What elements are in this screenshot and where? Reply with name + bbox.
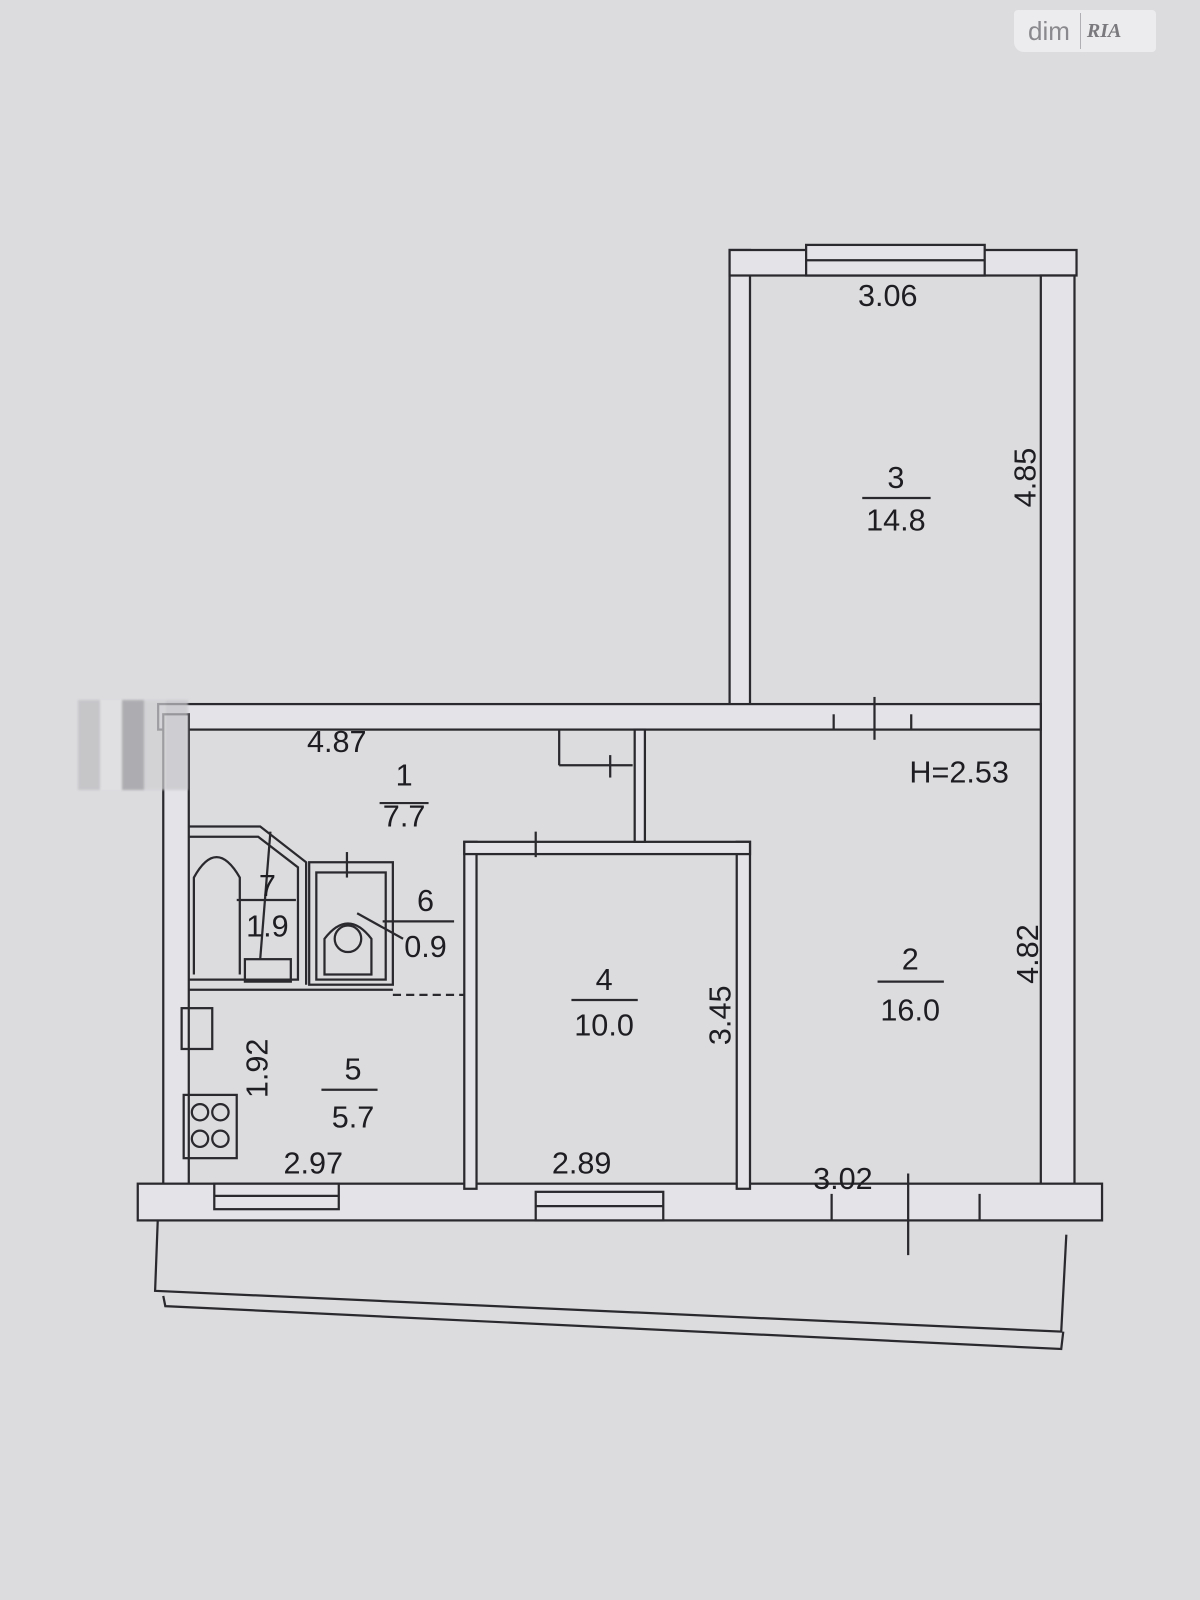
dim-ria-watermark: dim RIA bbox=[1014, 10, 1156, 52]
room-7-area: 1.9 bbox=[246, 910, 289, 944]
dim-room5-length: 1.92 bbox=[240, 1039, 274, 1099]
dim-room5-width: 2.97 bbox=[283, 1146, 343, 1180]
room-5-area: 5.7 bbox=[332, 1101, 375, 1135]
room-6-number: 6 bbox=[417, 884, 434, 918]
ceiling-height: H=2.53 bbox=[909, 756, 1009, 790]
dim-room3-length: 4.85 bbox=[1009, 448, 1043, 508]
room-6-area: 0.9 bbox=[404, 930, 447, 964]
dim-room3-width: 3.06 bbox=[858, 279, 918, 313]
bathroom-fixtures bbox=[188, 729, 633, 997]
watermark-partner: RIA bbox=[1086, 19, 1122, 42]
dim-room2-length: 4.82 bbox=[1011, 924, 1045, 984]
kitchen-stove bbox=[180, 1007, 238, 1160]
room-2-number: 2 bbox=[902, 942, 919, 976]
dim-room4-length: 3.45 bbox=[704, 986, 738, 1046]
room-4-area: 10.0 bbox=[574, 1009, 634, 1043]
room-3-area: 14.8 bbox=[866, 504, 926, 538]
area-fraction-bars bbox=[236, 496, 944, 1091]
room-1-number: 1 bbox=[396, 759, 413, 793]
blurred-stamp bbox=[78, 700, 188, 790]
dim-room2-width: 3.02 bbox=[813, 1162, 873, 1196]
watermark-brand: dim bbox=[1014, 13, 1081, 49]
room-2-area: 16.0 bbox=[880, 993, 940, 1027]
room-4-number: 4 bbox=[596, 963, 613, 997]
room-1-area: 7.7 bbox=[383, 800, 426, 834]
room-5-number: 5 bbox=[345, 1053, 362, 1087]
room-7-number: 7 bbox=[259, 869, 276, 903]
walls bbox=[136, 243, 1104, 1256]
room-3-number: 3 bbox=[887, 461, 904, 495]
dim-room1-length: 4.87 bbox=[307, 725, 367, 759]
balcony bbox=[153, 1209, 1068, 1351]
dim-room4-width: 2.89 bbox=[552, 1146, 612, 1180]
